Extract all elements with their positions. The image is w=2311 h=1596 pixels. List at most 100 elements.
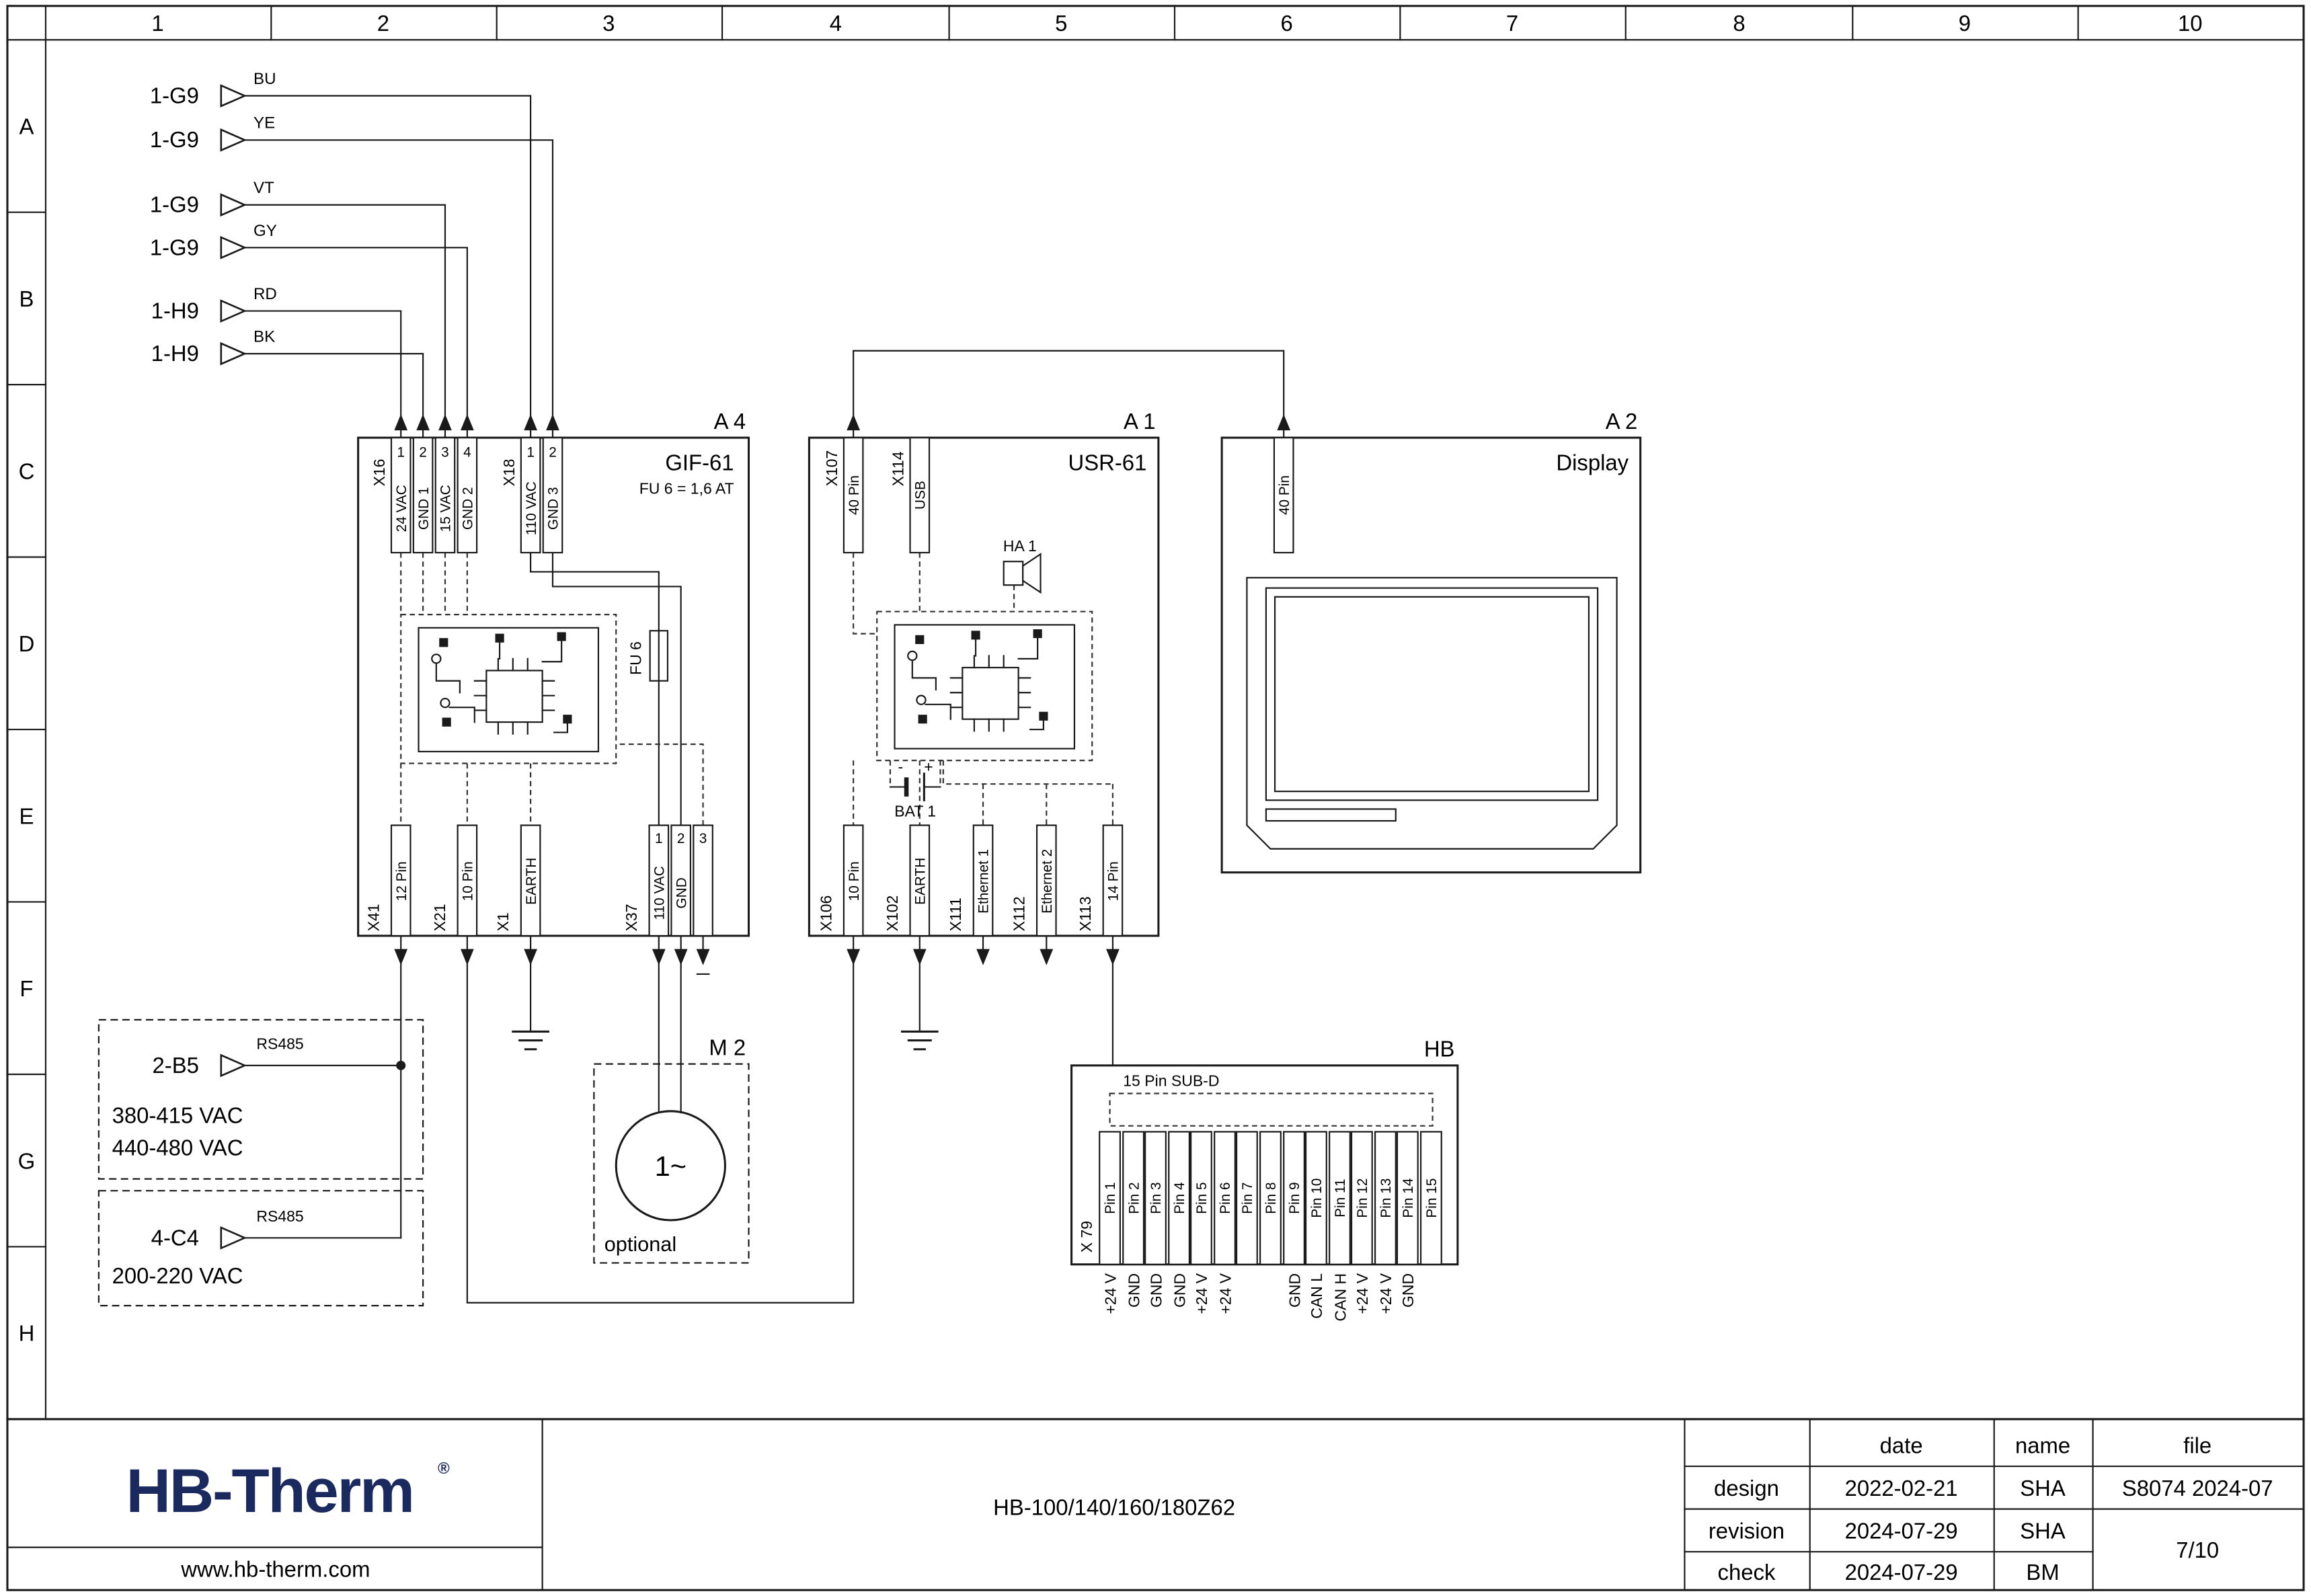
row-key: check xyxy=(1718,1560,1776,1585)
buzzer-icon xyxy=(1003,553,1042,594)
battery-symbol xyxy=(889,772,941,801)
pin-label: Ethernet 1 xyxy=(976,849,992,914)
grid-row-label: G xyxy=(18,1148,36,1173)
grid-col-label: 6 xyxy=(1280,11,1292,36)
wire-color-label: RD xyxy=(253,285,277,303)
grid-col-label: 2 xyxy=(377,11,389,36)
hb-labels: HB 15 Pin SUB-D X 79 Pin 1 Pin 2 Pin 3 P… xyxy=(1078,1037,1454,1322)
signal-label: GND xyxy=(1171,1273,1188,1308)
pin-label: Pin 7 xyxy=(1240,1182,1255,1213)
a2-tag: A 2 xyxy=(1606,409,1638,434)
wire-color-label: GY xyxy=(253,222,277,240)
bus-label: RS485 xyxy=(256,1207,303,1225)
pin-label: Pin 5 xyxy=(1194,1182,1210,1213)
x106-label: X106 xyxy=(817,895,834,932)
pin-number: 2 xyxy=(419,445,427,461)
signal-label: GND xyxy=(1286,1273,1303,1308)
row-key: revision xyxy=(1709,1518,1785,1543)
x114-label: X114 xyxy=(890,451,907,486)
header-file: file xyxy=(2183,1433,2211,1458)
grid-col-label: 1 xyxy=(151,11,163,36)
row-labels: A B C D E F G H xyxy=(18,114,36,1346)
pin-label: Pin 10 xyxy=(1309,1179,1325,1218)
grid-row-label: E xyxy=(19,803,34,828)
a1-title: USR-61 xyxy=(1068,450,1146,475)
signal-ref: 1-G9 xyxy=(150,235,199,260)
grid-col-label: 4 xyxy=(830,11,842,36)
grid-col-label: 8 xyxy=(1733,11,1745,36)
signal-label: +24 V xyxy=(1354,1273,1371,1314)
pin-label: 40 Pin xyxy=(1277,475,1292,515)
a4-tag: A 4 xyxy=(714,409,746,434)
pin-number: 1 xyxy=(655,831,663,846)
pin-label: Pin 9 xyxy=(1287,1182,1302,1213)
pin-label: 110 VAC xyxy=(524,481,539,535)
outer-border xyxy=(6,5,2305,1591)
a4-title: GIF-61 xyxy=(665,450,734,475)
pin-label: 40 Pin xyxy=(847,475,862,515)
row-name: SHA xyxy=(2020,1476,2066,1501)
display-button-bar xyxy=(1265,808,1397,822)
x16-label: X16 xyxy=(370,458,388,486)
x21-label: X21 xyxy=(431,904,448,931)
pin-label: Pin 1 xyxy=(1103,1182,1118,1213)
x102-label: X102 xyxy=(884,895,901,932)
a2-title: Display xyxy=(1556,450,1629,475)
pin-label: Pin 13 xyxy=(1378,1179,1394,1218)
row-ticks xyxy=(6,211,47,1248)
grid-row-label: H xyxy=(19,1321,35,1346)
x111-label: X111 xyxy=(947,897,964,931)
m2-labels: M 2 1~ optional xyxy=(604,1035,746,1256)
wire-color-label: BK xyxy=(253,328,275,346)
pin-label: EARTH xyxy=(524,858,539,905)
pin-label: Ethernet 2 xyxy=(1040,849,1055,914)
a4-pcb xyxy=(400,614,617,764)
junction-dot xyxy=(396,1060,406,1070)
x107-label: X107 xyxy=(823,450,840,487)
signal-label: CAN L xyxy=(1308,1273,1325,1319)
buzzer-label: HA 1 xyxy=(1003,537,1037,555)
grid-col-label: 3 xyxy=(602,11,615,36)
pin-label: Pin 4 xyxy=(1172,1182,1187,1213)
signal-ref: 1-H9 xyxy=(151,298,199,323)
pin-label: GND xyxy=(674,877,689,908)
page-number: 7/10 xyxy=(2176,1538,2219,1562)
signal-label: CAN H xyxy=(1331,1273,1349,1322)
x1-label: X1 xyxy=(494,912,512,931)
signal-ref: 4-C4 xyxy=(151,1225,199,1250)
block-a2 xyxy=(1220,436,1642,874)
drawing-frame: 1 2 3 4 5 6 7 8 9 10 A B C D E F G H xyxy=(6,5,2305,1591)
c4-supply-box xyxy=(97,1190,424,1307)
signal-label: +24 V xyxy=(1193,1273,1210,1314)
signal-ref: 1-G9 xyxy=(150,127,199,152)
pin-number: 2 xyxy=(677,831,685,846)
source-flags xyxy=(220,84,247,1250)
pin-label: GND 1 xyxy=(416,487,432,530)
a4-labels: A 4 GIF-61 FU 6 = 1,6 AT X16 1 2 3 4 24 … xyxy=(364,409,746,931)
grid-col-label: 9 xyxy=(1959,11,1971,36)
pin-label: Pin 12 xyxy=(1355,1179,1370,1218)
x37-label: X37 xyxy=(623,904,640,931)
wire-color-label: BU xyxy=(253,70,276,88)
a2-labels: A 2 Display 40 Pin xyxy=(1277,409,1637,515)
pin-label: Pin 15 xyxy=(1424,1179,1440,1218)
voltage-range: 380-415 VAC xyxy=(112,1103,243,1127)
block-m2 xyxy=(593,1063,750,1264)
battery-label: BAT 1 xyxy=(894,802,936,820)
pin-number: 3 xyxy=(441,445,449,461)
source-labels: 1-G9 BU 1-G9 YE 1-G9 VT 1-G9 GY 1-H9 RD … xyxy=(150,70,277,366)
display-screen-outer xyxy=(1265,587,1599,801)
display-screen-inner xyxy=(1274,596,1590,793)
a1-pcb xyxy=(876,610,1093,762)
pin-label: GND 3 xyxy=(546,487,561,530)
pin-label: 10 Pin xyxy=(847,861,862,901)
motor-type: 1~ xyxy=(655,1150,687,1182)
pin-label: Pin 3 xyxy=(1148,1182,1164,1213)
registered-mark: ® xyxy=(438,1460,450,1478)
wiring xyxy=(243,95,1285,1304)
grid-row-label: A xyxy=(19,114,34,139)
pin-number: 2 xyxy=(549,445,557,461)
grid-col-label: 5 xyxy=(1055,11,1067,36)
a4-fuse-note: FU 6 = 1,6 AT xyxy=(639,479,734,497)
pin-number: 1 xyxy=(526,445,535,461)
